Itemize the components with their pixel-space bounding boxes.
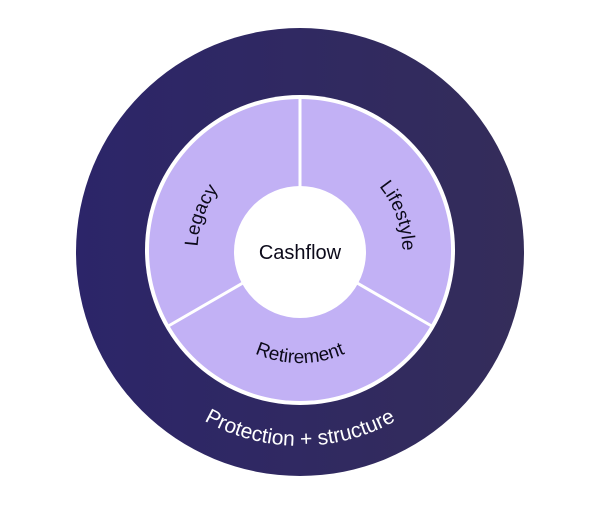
center-label: Cashflow: [259, 242, 342, 264]
center-circle: [234, 186, 366, 318]
